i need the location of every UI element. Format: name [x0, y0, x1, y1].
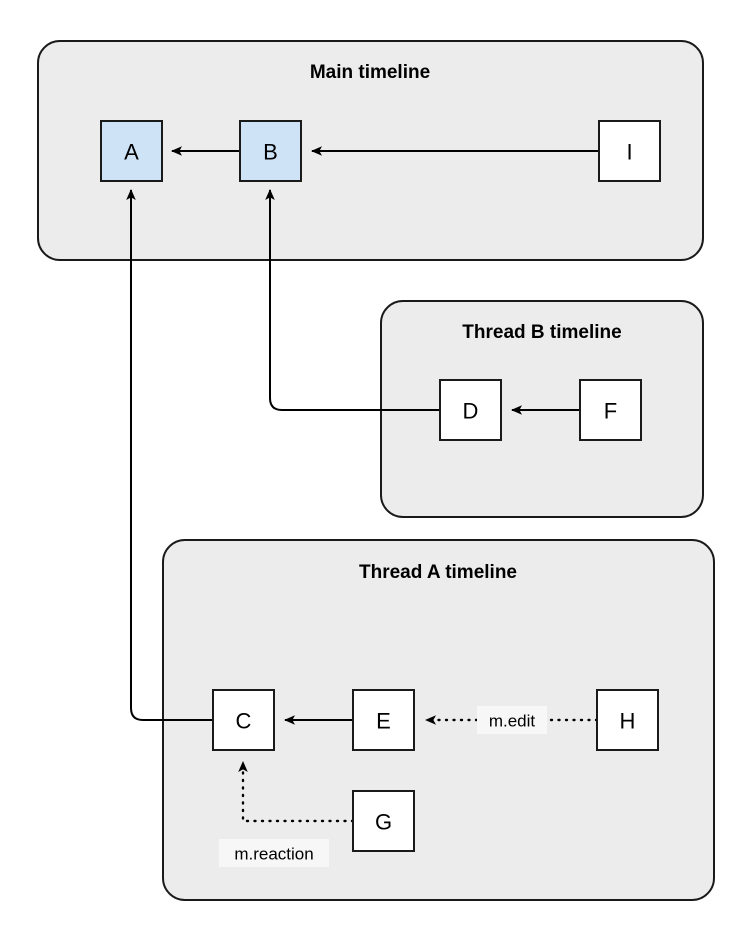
node-i[interactable]: I	[598, 120, 661, 182]
node-h-label: H	[620, 709, 636, 734]
node-h[interactable]: H	[596, 689, 659, 751]
node-f-label: F	[604, 399, 617, 424]
node-b-rect	[239, 120, 302, 182]
node-f-rect	[579, 379, 642, 441]
node-c-rect	[212, 689, 275, 751]
node-d[interactable]: D	[439, 379, 502, 441]
edge-label-m-reaction: m.reaction	[219, 839, 329, 867]
node-a-rect	[100, 120, 163, 182]
edge-label-m-edit-text: m.edit	[489, 712, 536, 731]
edge-c-to-a[interactable]	[126, 189, 213, 721]
node-g[interactable]: G	[352, 790, 415, 852]
edge-label-m-reaction-text: m.reaction	[234, 845, 313, 864]
group-thread-a-timeline-label: Thread A timeline	[359, 562, 517, 583]
node-f[interactable]: F	[579, 379, 642, 441]
edge-label-m-edit-bg	[477, 706, 547, 734]
node-i-rect	[598, 120, 661, 182]
node-h-rect	[596, 689, 659, 751]
node-b-label: B	[263, 140, 278, 165]
node-i-label: I	[626, 140, 632, 165]
group-thread-b-timeline-label: Thread B timeline	[462, 322, 621, 343]
node-a[interactable]: A	[100, 120, 163, 182]
edge-label-m-edit: m.edit	[477, 706, 547, 734]
edge-g-to-c-m-reaction[interactable]	[238, 760, 355, 823]
node-c-label: C	[236, 709, 252, 734]
node-g-rect	[352, 790, 415, 852]
node-a-label: A	[124, 140, 139, 165]
node-b[interactable]: B	[239, 120, 302, 182]
group-main-timeline-label: Main timeline	[310, 62, 430, 83]
node-e[interactable]: E	[352, 689, 415, 751]
node-e-rect	[352, 689, 415, 751]
node-e-label: E	[376, 709, 391, 734]
node-g-label: G	[375, 810, 392, 835]
edge-label-m-reaction-bg	[219, 839, 329, 867]
node-d-rect	[439, 379, 502, 441]
edge-d-to-b[interactable]	[265, 189, 440, 411]
node-d-label: D	[463, 399, 479, 424]
node-c[interactable]: C	[212, 689, 275, 751]
